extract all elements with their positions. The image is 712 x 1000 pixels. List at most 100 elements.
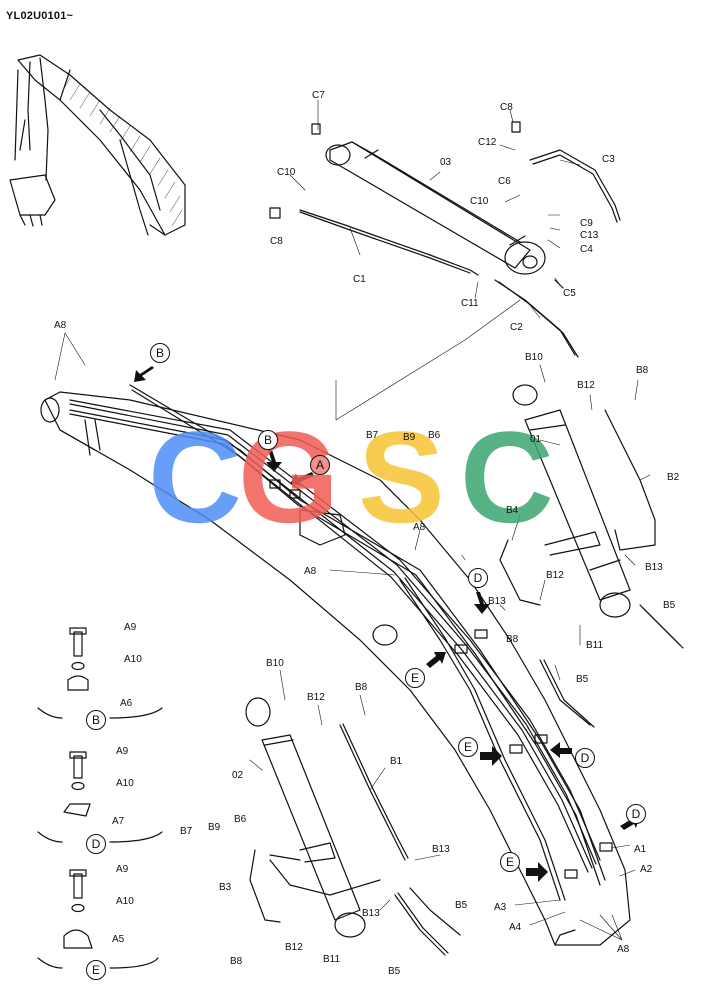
callout-arrows (134, 366, 640, 882)
bolt-c7 (311, 123, 321, 135)
callout-d-3: D (626, 804, 646, 824)
callout-e-3: E (500, 852, 520, 872)
boom-structure (40, 391, 631, 946)
label-b10-top: B10 (525, 352, 543, 363)
label-b5-right: B5 (663, 600, 676, 611)
label-b7-mid: B7 (366, 430, 379, 441)
label-c12: C12 (478, 137, 497, 148)
label-a3: A3 (494, 902, 507, 913)
label-b8-bot: B8 (230, 956, 243, 967)
watermark-letter-4: C (460, 404, 554, 550)
drawing-code: YL02U0101~ (6, 10, 74, 22)
label-a4: A4 (509, 922, 522, 933)
label-a1: A1 (634, 844, 647, 855)
label-b8-top: B8 (636, 365, 649, 376)
label-a10-b: A10 (124, 654, 142, 665)
label-a5: A5 (112, 934, 125, 945)
label-a2: A2 (640, 864, 653, 875)
detail-view-d (37, 751, 163, 843)
label-b7-low: B7 (180, 826, 193, 837)
callout-a: A (310, 455, 330, 475)
callout-e-2: E (458, 737, 478, 757)
callout-e-1: E (405, 668, 425, 688)
label-c4: C4 (580, 244, 593, 255)
bolt-c8-top (511, 121, 521, 133)
label-a10-d: A10 (116, 778, 134, 789)
label-c1: C1 (353, 274, 366, 285)
label-b12-low: B12 (307, 692, 325, 703)
label-a6: A6 (120, 698, 133, 709)
label-b13-low2: B13 (362, 908, 380, 919)
excavator-thumbnail (9, 54, 186, 236)
label-c8-top: C8 (500, 102, 513, 113)
hose-c3 (529, 149, 621, 221)
callout-b-1: B (150, 343, 170, 363)
label-part-01: 01 (530, 434, 542, 445)
detail-view-e (37, 869, 159, 969)
watermark-letter-2: G (238, 404, 340, 550)
label-b13-right: B13 (645, 562, 663, 573)
watermark-letter-1: C (148, 404, 242, 550)
label-b5-low1: B5 (455, 900, 468, 911)
hose-b5-low1 (394, 894, 446, 956)
label-c10-right: C10 (470, 196, 489, 207)
label-b4: B4 (506, 505, 519, 516)
label-c8-left: C8 (270, 236, 283, 247)
label-b11-mid: B11 (586, 640, 604, 651)
label-b5-low2: B5 (388, 966, 401, 977)
arm-cylinder-03 (325, 141, 546, 275)
label-a7: A7 (112, 816, 125, 827)
label-c11: C11 (461, 298, 479, 309)
bolt-c8-left (269, 207, 281, 219)
label-b9-low: B9 (208, 822, 221, 833)
label-b12-mid: B12 (546, 570, 564, 581)
label-b5-mid: B5 (576, 674, 589, 685)
watermark-letter-3: S (358, 404, 445, 550)
label-b1: B1 (390, 756, 403, 767)
label-b13-low: B13 (432, 844, 450, 855)
thumbnail-hatching (61, 77, 183, 227)
label-a10-e: A10 (116, 896, 134, 907)
label-b13-mid: B13 (488, 596, 506, 607)
detail-view-b (37, 627, 163, 719)
pipe-c1 (299, 209, 471, 271)
view-e-caption: E (86, 960, 106, 980)
callout-b-2: B (258, 430, 278, 450)
callout-d-2: D (575, 748, 595, 768)
boom-clamps (269, 479, 613, 879)
label-a9-e: A9 (116, 864, 129, 875)
view-b-caption: B (86, 710, 106, 730)
label-c10-left: C10 (277, 167, 296, 178)
label-c5: C5 (563, 288, 576, 299)
pipe-b2 (604, 409, 656, 551)
pipe-b4 (499, 539, 541, 606)
label-b9-mid: B9 (403, 432, 416, 443)
hose-b5-mid (539, 659, 591, 726)
label-b11-bot: B11 (323, 954, 341, 965)
label-a8-topleft: A8 (54, 320, 67, 331)
label-b6-low: B6 (234, 814, 247, 825)
label-c13: C13 (580, 230, 599, 241)
label-b8-mid: B8 (506, 634, 519, 645)
label-c7: C7 (312, 90, 325, 101)
label-b12-top: B12 (577, 380, 595, 391)
boom-cylinder-02 (245, 697, 366, 938)
pipe-b1 (339, 724, 406, 861)
pipe-b3 (249, 849, 281, 923)
label-part-02: 02 (232, 770, 244, 781)
leader-lines (54, 99, 651, 941)
label-b10-low: B10 (266, 658, 284, 669)
label-a8-bot: A8 (617, 944, 630, 955)
label-b8-low: B8 (355, 682, 368, 693)
label-c6: C6 (498, 176, 511, 187)
label-b3: B3 (219, 882, 232, 893)
label-part-03: 03 (440, 157, 452, 168)
label-a9-b: A9 (124, 622, 137, 633)
label-a8-mid2: A8 (304, 566, 317, 577)
label-c3: C3 (602, 154, 615, 165)
view-d-caption: D (86, 834, 106, 854)
label-b2: B2 (667, 472, 680, 483)
label-b6-mid: B6 (428, 430, 441, 441)
